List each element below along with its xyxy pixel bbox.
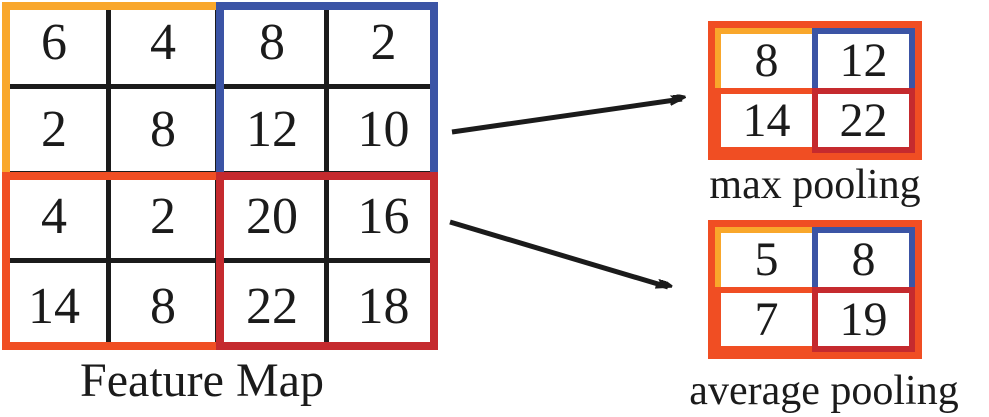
max-pooling-cell-bottomleft: 14 (715, 88, 818, 153)
feature-map-cell: 16 (329, 176, 438, 263)
cell-value: 22 (246, 277, 298, 335)
feature-map-cell: 4 (2, 176, 111, 263)
cell-value: 18 (357, 277, 410, 335)
max-pooling-cell-bottomright: 22 (812, 88, 915, 153)
max-pooling-label: max pooling (709, 162, 921, 208)
average-pooling-label: average pooling (689, 368, 959, 414)
cell-value: 14 (742, 93, 791, 147)
cell-value: 12 (246, 101, 298, 158)
arrow-to-average-pooling (449, 219, 668, 290)
feature-map-cell: 18 (329, 263, 438, 350)
feature-map-cell: 10 (329, 89, 438, 176)
feature-map-cell: 8 (220, 2, 329, 89)
cell-value: 4 (150, 14, 176, 71)
cell-value: 5 (754, 233, 779, 286)
average-pooling-grid: 5 8 7 19 (708, 220, 922, 359)
feature-map-cell: 2 (2, 89, 111, 176)
max-pooling-cell-topright: 12 (812, 28, 915, 94)
cell-value: 4 (41, 188, 67, 245)
average-pooling-cell-topright: 8 (812, 227, 915, 293)
average-pooling-cell-bottomleft: 7 (715, 287, 818, 352)
feature-map-cells: 6 4 8 2 2 8 12 10 4 2 20 16 14 8 22 18 (2, 2, 438, 350)
feature-map-cell: 22 (220, 263, 329, 350)
cell-value: 22 (839, 93, 888, 147)
feature-map-cell: 4 (111, 2, 220, 89)
cell-value: 8 (851, 233, 876, 286)
cell-value: 2 (41, 101, 67, 158)
feature-map-cell: 12 (220, 89, 329, 176)
cell-value: 2 (370, 14, 397, 71)
feature-map-cell: 2 (329, 2, 438, 89)
cell-value: 8 (754, 34, 779, 87)
cell-value: 2 (150, 188, 176, 245)
cell-value: 19 (839, 292, 888, 346)
max-pooling-grid: 8 12 14 22 (708, 21, 922, 160)
cell-value: 10 (357, 101, 410, 158)
average-pooling-cell-bottomright: 19 (812, 287, 915, 352)
cell-value: 14 (28, 277, 80, 335)
average-pooling-cell-topleft: 5 (715, 227, 818, 293)
max-pooling-cell-topleft: 8 (715, 28, 818, 94)
cell-value: 6 (41, 14, 67, 71)
cell-value: 7 (754, 292, 779, 346)
cell-value: 8 (150, 101, 176, 158)
feature-map-cell: 8 (111, 89, 220, 176)
feature-map-grid: 6 4 8 2 2 8 12 10 4 2 20 16 14 8 22 18 (2, 2, 438, 350)
arrow-to-max-pooling (451, 99, 682, 135)
cell-value: 20 (246, 188, 298, 245)
feature-map-cell: 20 (220, 176, 329, 263)
cell-value: 8 (259, 14, 285, 71)
cell-value: 12 (839, 34, 888, 87)
feature-map-cell: 6 (2, 2, 111, 89)
cell-value: 8 (150, 277, 176, 335)
feature-map-cell: 2 (111, 176, 220, 263)
feature-map-label: Feature Map (80, 354, 324, 407)
feature-map-cell: 14 (2, 263, 111, 350)
feature-map-cell: 8 (111, 263, 220, 350)
cell-value: 16 (357, 188, 410, 245)
